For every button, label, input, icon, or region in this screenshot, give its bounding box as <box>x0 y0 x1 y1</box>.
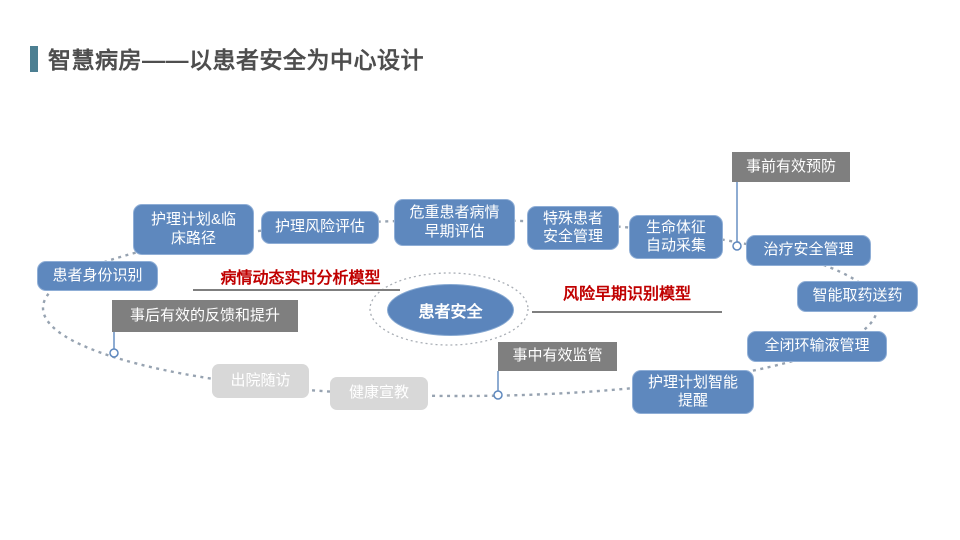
model-label-early-risk: 风险早期识别模型 <box>562 286 691 303</box>
orbit-node-during <box>493 390 503 400</box>
feature-box-care-reminder: 护理计划智能提醒 <box>632 370 754 414</box>
title-accent-bar <box>30 46 38 72</box>
model-label-dynamic-analysis: 病情动态实时分析模型 <box>220 270 381 287</box>
feature-box-smart-dispense: 智能取药送药 <box>797 281 918 312</box>
stage-box-during-supervision: 事中有效监管 <box>498 342 617 371</box>
feature-box-critical-assess: 危重患者病情早期评估 <box>394 199 515 246</box>
center-ellipse-patient-safety: 患者安全 <box>387 284 514 336</box>
stage-box-before-prevention: 事前有效预防 <box>732 152 850 182</box>
feature-box-risk-assess: 护理风险评估 <box>261 211 379 244</box>
feature-box-health-education: 健康宣教 <box>330 377 428 410</box>
feature-box-treatment-safety: 治疗安全管理 <box>746 235 871 266</box>
feature-box-patient-id: 患者身份识别 <box>37 261 158 291</box>
feature-box-special-safety: 特殊患者安全管理 <box>527 206 619 250</box>
feature-box-care-plan-path: 护理计划&临床路径 <box>133 204 254 255</box>
feature-box-discharge-followup: 出院随访 <box>212 364 309 398</box>
feature-box-infusion-loop: 全闭环输液管理 <box>747 331 887 362</box>
center-orbit-ellipse <box>369 272 529 346</box>
orbit-node-after <box>109 348 119 358</box>
feature-box-vitals-collect: 生命体征自动采集 <box>629 215 723 259</box>
orbit-node-before <box>732 241 742 251</box>
stage-box-after-feedback: 事后有效的反馈和提升 <box>112 300 298 332</box>
slide-title: 智慧病房——以患者安全为中心设计 <box>48 47 424 73</box>
